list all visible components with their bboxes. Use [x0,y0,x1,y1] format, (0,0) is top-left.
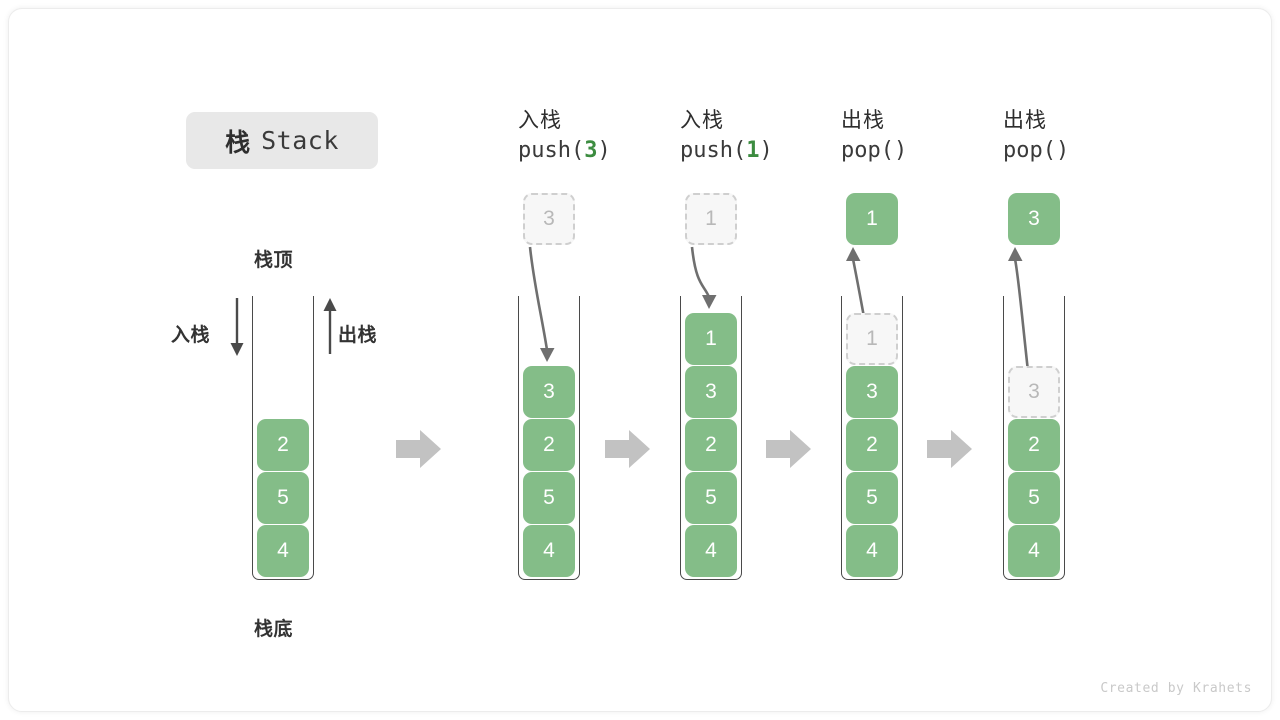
code-suffix: ) [893,138,908,163]
title-english: Stack [261,126,339,155]
stack-cell: 2 [685,419,737,471]
stack-cell-ghost: 1 [846,313,898,365]
code-prefix: push( [518,138,585,163]
stack-cell: 4 [257,525,309,577]
code-suffix: ) [1055,138,1070,163]
stack-cell: 3 [523,366,575,418]
stack-bottom-label: 栈底 [254,619,294,640]
step-operation-code: push(1) [680,134,773,168]
code-prefix: pop( [1003,138,1056,163]
step-operation-label: 入栈 [680,109,724,132]
code-prefix: push( [680,138,747,163]
popped-cell: 3 [1008,193,1060,245]
stack-cell: 5 [257,472,309,524]
stack-cell: 3 [846,366,898,418]
code-suffix: ) [597,138,611,163]
pop-up-arrow [323,298,337,354]
step-arrow-4 [927,430,972,468]
step-arrow-1 [396,430,441,468]
stack-cell: 2 [257,419,309,471]
step-arrow-2 [605,430,650,468]
stack-cell: 4 [1008,525,1060,577]
stack-cell: 4 [523,525,575,577]
title-badge: 栈 Stack [186,112,378,169]
code-suffix: ) [759,138,773,163]
stack-cell: 3 [685,366,737,418]
stack-top-label: 栈顶 [254,250,294,271]
popped-cell: 1 [846,193,898,245]
step-arrow-3 [766,430,811,468]
step-operation-code: push(3) [518,134,611,168]
stack-cell: 4 [846,525,898,577]
stack-cell: 2 [523,419,575,471]
direction-arrows [230,298,337,356]
push-source-cell: 1 [685,193,737,245]
code-argument: 3 [584,138,598,163]
stack-cell: 4 [685,525,737,577]
stack-cell: 1 [685,313,737,365]
stack-cell: 5 [685,472,737,524]
step-operation-code: pop() [841,134,907,168]
step-operation-label: 入栈 [518,109,562,132]
stack-cell: 2 [1008,419,1060,471]
stack-cell: 5 [523,472,575,524]
step-operation-label: 出栈 [841,109,885,132]
push-down-arrow [230,298,244,356]
step-operation-label: 出栈 [1003,109,1047,132]
push-direction-label: 入栈 [171,325,211,346]
stack-cell: 2 [846,419,898,471]
code-argument: 1 [746,138,760,163]
code-prefix: pop( [841,138,894,163]
stack-cell: 5 [846,472,898,524]
credit-text: Created by Krahets [1100,681,1252,696]
pop-direction-label: 出栈 [338,325,378,346]
step-operation-code: pop() [1003,134,1069,168]
push-source-cell: 3 [523,193,575,245]
stack-cell: 5 [1008,472,1060,524]
stack-cell-ghost: 3 [1008,366,1060,418]
title-chinese: 栈 [225,128,252,157]
